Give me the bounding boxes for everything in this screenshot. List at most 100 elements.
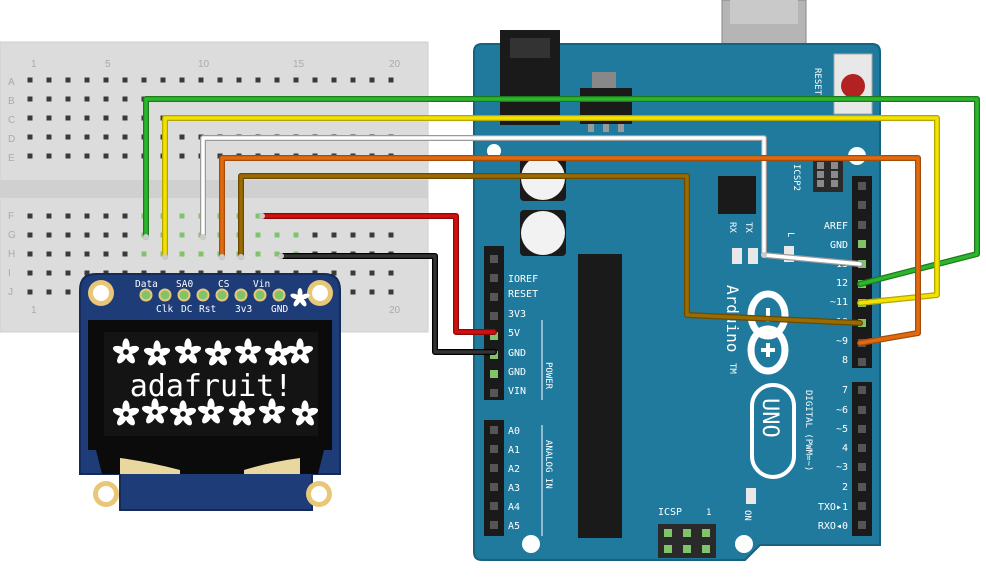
star-icon xyxy=(204,340,232,366)
oled-pin-pad xyxy=(234,288,248,302)
breadboard-hole xyxy=(122,115,128,121)
pin-label-5v: 5V xyxy=(508,328,520,339)
mounting-hole xyxy=(487,144,501,158)
breadboard-hole xyxy=(198,77,204,83)
pin-label-gnd-2: GND xyxy=(508,367,526,378)
breadboard-hole xyxy=(27,289,33,295)
bb-row-H: H xyxy=(8,249,15,260)
star-icon xyxy=(174,338,202,364)
breadboard-hole xyxy=(84,134,90,140)
pin-label-vin: VIN xyxy=(508,386,526,397)
breadboard-hole xyxy=(179,77,185,83)
bb-row-A: A xyxy=(8,77,15,88)
star-icon xyxy=(291,400,319,426)
breadboard-hole xyxy=(141,77,147,83)
breadboard-hole xyxy=(388,289,394,295)
digital-pin-hole xyxy=(858,483,866,491)
analog-pin-hole xyxy=(490,445,498,453)
breadboard-hole xyxy=(293,77,299,83)
analog-pin-hole xyxy=(490,426,498,434)
oled-pin-pad xyxy=(177,288,191,302)
oled-pin-pad xyxy=(139,288,153,302)
digital-pin-hole xyxy=(858,502,866,510)
breadboard-hole xyxy=(388,77,394,83)
oled-star-graphics xyxy=(112,338,319,426)
pin-label-7: 7 xyxy=(842,385,848,396)
oled-label-dc: DC xyxy=(181,304,192,315)
pin-label-a3: A3 xyxy=(508,483,520,494)
wire-black-gnd xyxy=(279,254,496,354)
reset-button-cap[interactable] xyxy=(841,74,865,98)
breadboard-hole xyxy=(46,289,52,295)
breadboard-hole xyxy=(103,115,109,121)
power-pin-hole xyxy=(490,389,498,397)
breadboard-hole xyxy=(103,153,109,159)
star-icon xyxy=(286,338,314,364)
breadboard-hole xyxy=(350,232,356,238)
bb-col-label-15: 15 xyxy=(293,59,305,70)
breadboard-hole xyxy=(84,115,90,121)
breadboard-hole xyxy=(65,77,71,83)
power-pin-hole xyxy=(490,255,498,263)
bb-row-C: C xyxy=(8,115,15,126)
breadboard-hole xyxy=(122,134,128,140)
breadboard-hole xyxy=(122,77,128,83)
star-icon xyxy=(197,398,225,424)
bb-row-D: D xyxy=(8,134,15,145)
l-led xyxy=(784,246,794,262)
analog-header-label: ANALOG IN xyxy=(543,440,553,489)
power-pin-hole xyxy=(490,370,498,378)
breadboard-hole xyxy=(27,213,33,219)
oled-label-sa0: SA0 xyxy=(176,279,193,290)
breadboard-hole xyxy=(103,251,109,257)
breadboard-hole xyxy=(179,251,185,257)
on-led xyxy=(746,488,756,504)
tm-label: TM xyxy=(727,363,737,374)
breadboard-hole xyxy=(84,232,90,238)
digital-pin-hole xyxy=(858,521,866,529)
oled-label-vin: Vin xyxy=(253,279,270,290)
power-pin-hole xyxy=(490,274,498,282)
digital-pin-hole xyxy=(858,425,866,433)
star-icon xyxy=(112,400,140,426)
pin-label-8: 8 xyxy=(842,355,848,366)
oled-label-gnd: GND xyxy=(271,304,288,315)
breadboard-hole xyxy=(27,270,33,276)
breadboard-hole xyxy=(27,251,33,257)
breadboard-hole xyxy=(122,251,128,257)
breadboard-hole xyxy=(122,232,128,238)
breadboard-hole xyxy=(122,96,128,102)
digital-header-bottom xyxy=(852,382,872,536)
pin-label-ioref: IOREF xyxy=(508,274,538,285)
wires xyxy=(143,96,980,355)
bb-col-label-bottom-1: 1 xyxy=(31,305,37,316)
oled-label-3v3: 3v3 xyxy=(235,304,252,315)
breadboard-hole xyxy=(46,115,52,121)
analog-pin-hole xyxy=(490,483,498,491)
l-label: L xyxy=(785,232,795,237)
bb-row-J: J xyxy=(8,287,13,298)
breadboard-hole xyxy=(65,153,71,159)
star-icon xyxy=(143,340,171,366)
digital-pin-hole xyxy=(858,182,866,190)
star-icon xyxy=(141,398,169,424)
breadboard-hole xyxy=(65,134,71,140)
wire-brown-cs xyxy=(239,174,862,325)
breadboard-hole xyxy=(198,251,204,257)
pin-label-aref: AREF xyxy=(824,221,848,232)
breadboard-hole xyxy=(27,115,33,121)
oled-module: Data SA0 CS Vin Clk DC Rst 3v3 GND adafr… xyxy=(79,273,341,511)
rx-led xyxy=(732,248,742,264)
oled-label-data: Data xyxy=(135,279,158,290)
digital-pin-hole xyxy=(858,386,866,394)
pin-label-9: ~9 xyxy=(836,336,848,347)
breadboard-hole xyxy=(274,251,280,257)
breadboard-hole xyxy=(369,232,375,238)
breadboard-hole xyxy=(103,134,109,140)
power-pin-hole xyxy=(490,332,498,340)
oled-pin-pad xyxy=(158,288,172,302)
digital-header-label: DIGITAL (PWM=~) xyxy=(803,390,813,471)
bb-col-label-5: 5 xyxy=(105,59,111,70)
breadboard-hole xyxy=(65,251,71,257)
